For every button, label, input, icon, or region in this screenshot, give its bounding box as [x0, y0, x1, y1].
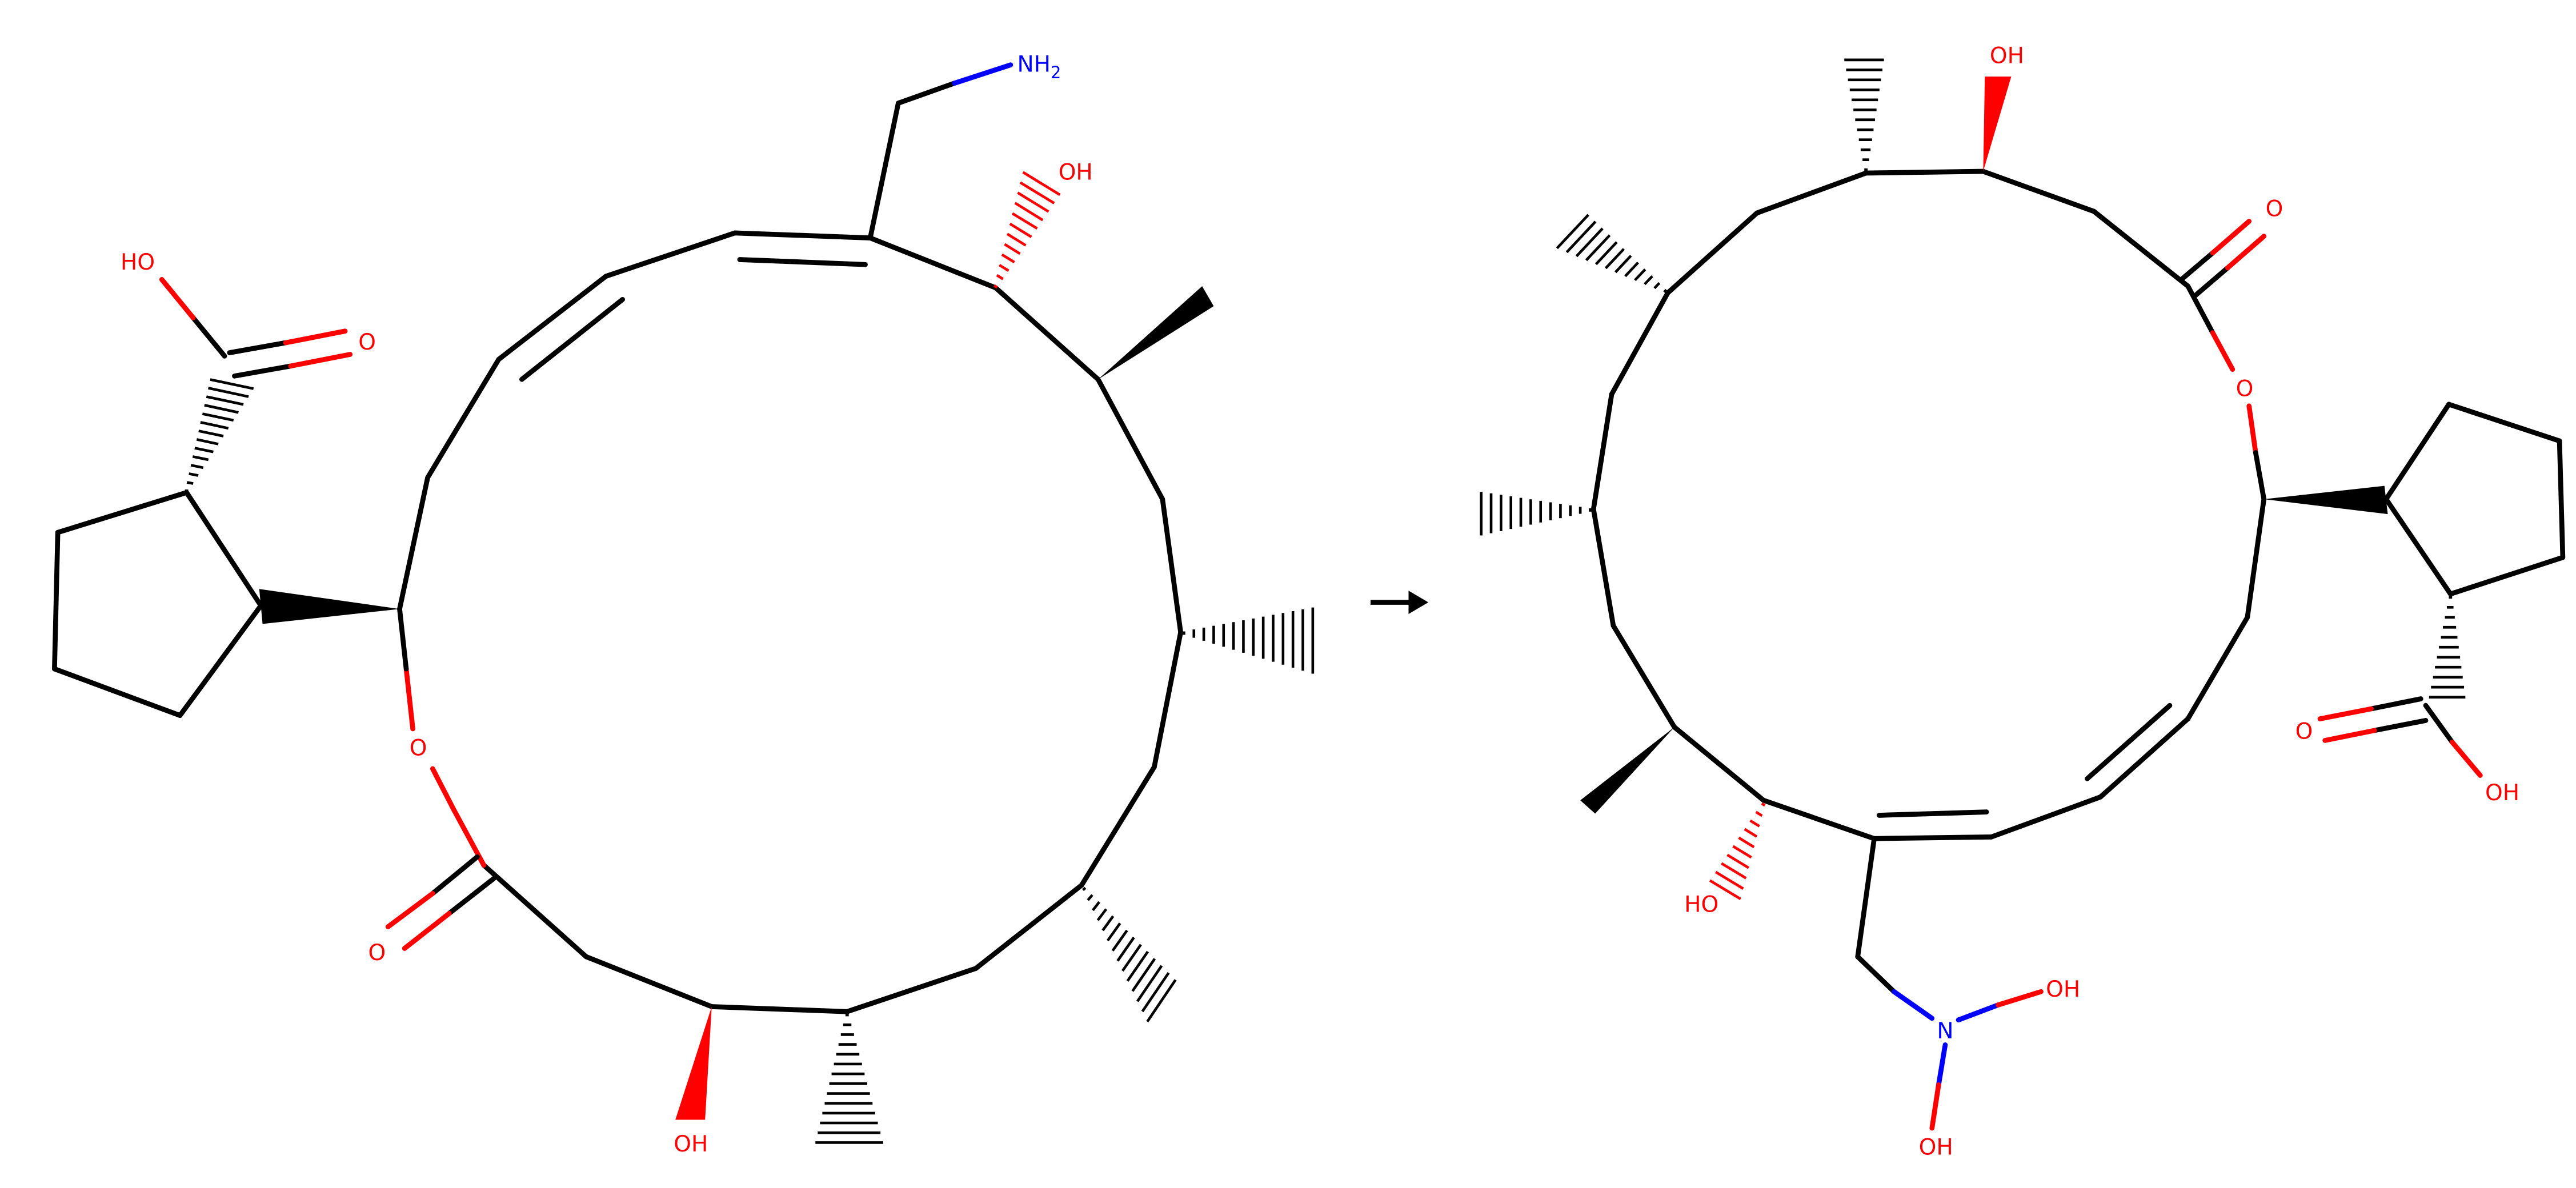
reactant-bottom-oh-label: OH — [674, 1131, 708, 1157]
product-ring-junction-wedge — [2263, 485, 2388, 515]
reactant-acid-hash-bond — [185, 378, 254, 492]
product-methyl-wedge-4 — [1580, 727, 1674, 814]
reactant-side-oh-label: OH — [1059, 159, 1093, 185]
reactant-acid-oh-label: HO — [121, 250, 155, 275]
product-macrocycle-bonds — [1591, 168, 2267, 841]
product-top-oh-label: OH — [1990, 43, 2024, 69]
product-top-oh-wedge — [1983, 77, 2012, 172]
reactant-ester-carbonyl-o-label: O — [368, 940, 386, 966]
reactant-oh-hash-bond — [993, 171, 1061, 289]
reactant-methyl-hash-4 — [815, 1013, 883, 1144]
product-acid-carbonyl-o-label: O — [2295, 719, 2313, 744]
product-ring-ester-o-label: O — [2236, 376, 2254, 402]
reactant-ring-ester-o-label: O — [410, 735, 427, 761]
product-methyl-hash-1 — [1844, 58, 1884, 171]
product-acid-oh-label: OH — [2485, 780, 2519, 806]
product-acid-hash-bond — [2429, 596, 2466, 699]
product-lower-oh-hash-bond — [1709, 802, 1766, 900]
nh2-subscript: 2 — [1051, 63, 1061, 82]
product-lower-oh-label: HO — [1684, 892, 1718, 917]
product-ketone-o-label: O — [2266, 196, 2283, 222]
product-hydroxylamine-n-label: N — [1937, 1018, 1953, 1044]
product-hydroxylamine-bonds — [1855, 836, 2044, 1131]
reactant-cyclopentane-bonds — [52, 489, 264, 719]
reactant-ring-junction-wedge — [259, 589, 400, 624]
product-carboxylic-acid-bonds — [2317, 696, 2483, 778]
product-molecule: OH O O O OH HO N OH OH — [1480, 43, 2566, 1161]
product-ketone-carbonyl-bond — [2178, 219, 2267, 299]
reactant-methyl-hash-3 — [1081, 886, 1177, 1022]
reactant-methyl-wedge-1 — [1098, 286, 1214, 380]
reactant-nh2-label: NH2 — [1017, 51, 1061, 82]
product-methyl-hash-2 — [1556, 214, 1668, 294]
reactant-bottom-oh-wedge — [675, 1006, 712, 1120]
reaction-arrow — [1371, 591, 1429, 614]
reactant-molecule: NH2 OH HO O O O OH — [52, 51, 1315, 1157]
product-n-oh-1-label: OH — [2046, 977, 2080, 1002]
reactant-ester-carbonyl-bond — [385, 854, 496, 951]
product-cyclopentane-bonds — [2383, 402, 2566, 597]
product-n-oh-2-label: OH — [1919, 1135, 1953, 1161]
reactant-macrocycle-bonds — [397, 230, 1183, 1014]
reactant-aminomethyl-bonds — [867, 62, 1013, 240]
reactant-carboxylic-acid-bonds — [159, 277, 353, 379]
reactant-methyl-hash-2 — [1183, 607, 1315, 674]
product-methyl-hash-3 — [1480, 492, 1592, 536]
reactant-acid-carbonyl-o-label: O — [358, 330, 376, 355]
